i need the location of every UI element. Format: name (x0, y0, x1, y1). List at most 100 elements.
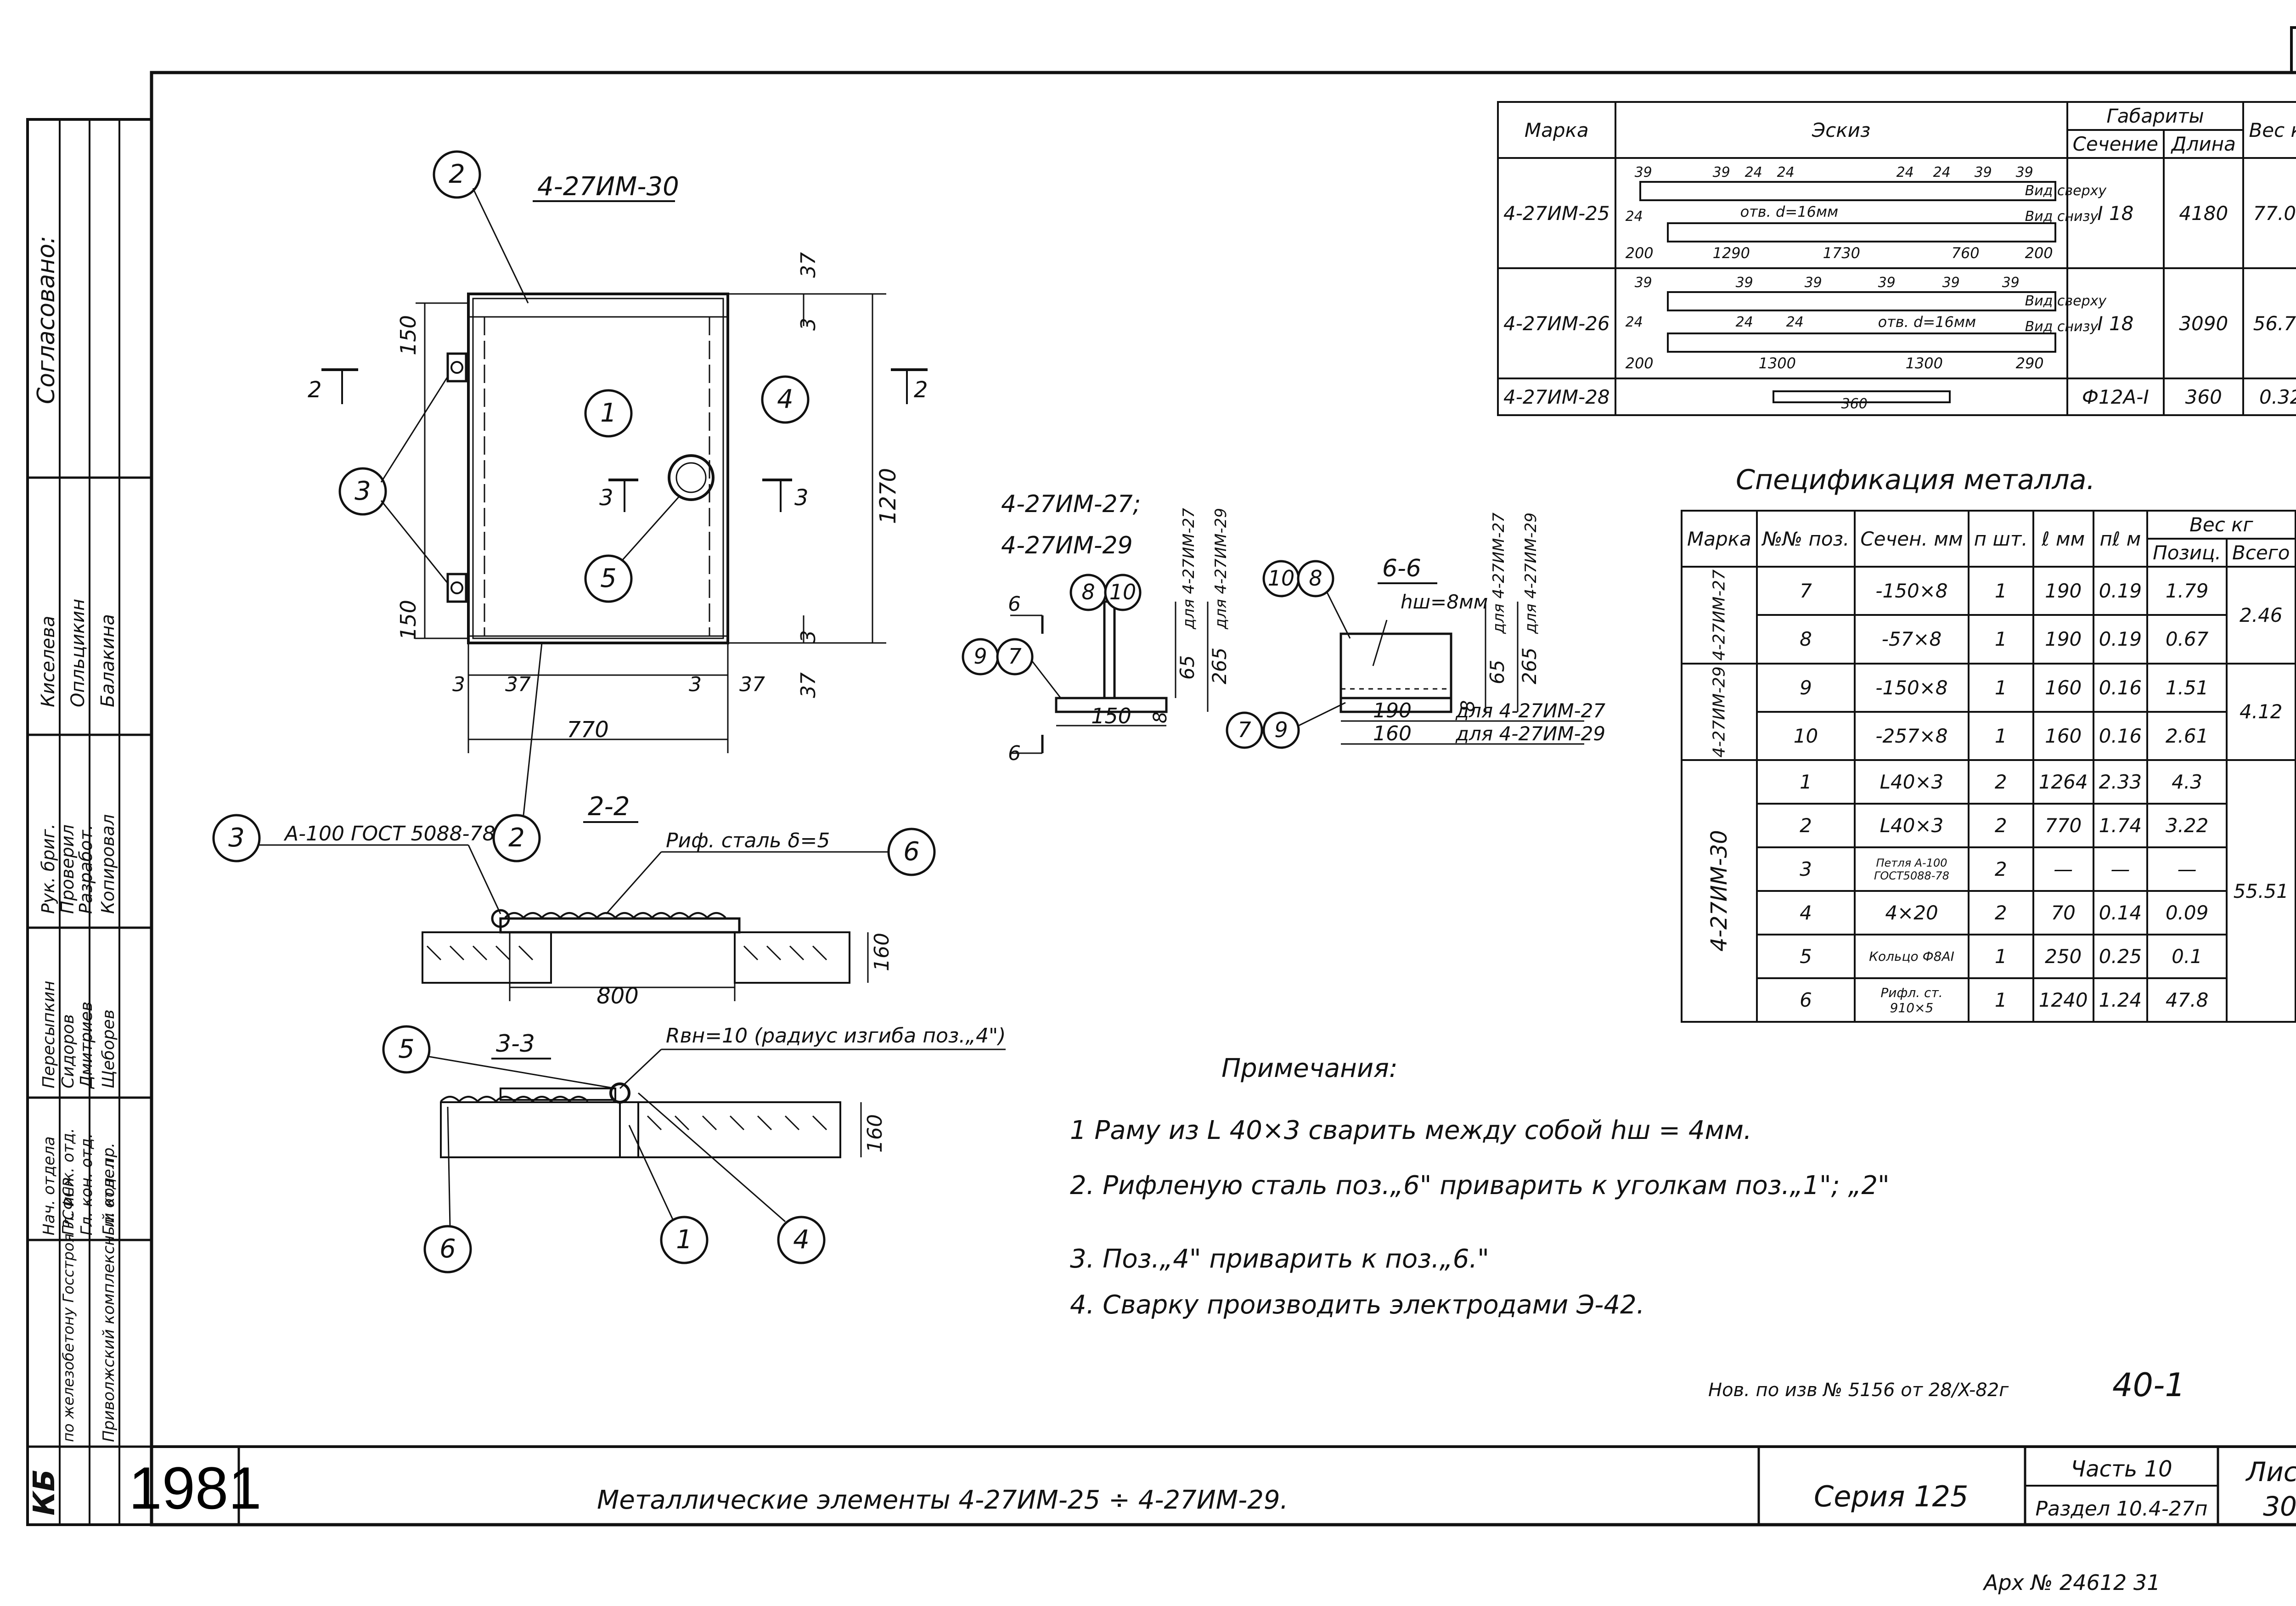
spec-g3-r2-nl: 1.74 (2092, 803, 2149, 848)
spec-g3-mark: 4-27ИМ-30 (1682, 760, 1757, 1022)
spec-g3-total: 55.51 (2226, 759, 2296, 1023)
spec-g3-r1-n: 2 (1967, 759, 2034, 805)
sketch-row-3-sketch: 360 (1614, 378, 2068, 416)
spec-g2-total: 4.12 (2226, 662, 2296, 761)
section-6-6-callout-9: 9 (1274, 717, 1288, 742)
dim-37-right: 37 (739, 673, 765, 696)
spec-g3-r5-sec: Кольцо Ф8АI (1854, 934, 1970, 979)
spec-g3-r2-l: 770 (2032, 803, 2094, 848)
sheet-title: Металлические элементы 4-27ИМ-25 ÷ 4-27И… (597, 1485, 1288, 1515)
spec-g3-r1-l: 1264 (2032, 759, 2094, 805)
spec-g3-r5-nl: 0.25 (2092, 934, 2149, 979)
stamp-agreed: Согласовано: (33, 236, 60, 404)
spec-g3-r3-l: — (2032, 846, 2094, 892)
sketch-2-t0: 39 (1634, 275, 1652, 291)
dim-3-right: 3 (689, 673, 702, 696)
dim-37-left: 37 (505, 673, 531, 696)
title-block: 1981 Металлические элементы 4-27ИМ-25 ÷ … (129, 1445, 2296, 1526)
spec-h-pos: №№ поз. (1756, 510, 1856, 568)
sketch-1-t7: 39 (2015, 164, 2033, 180)
sketch-2-t8: 24 (1786, 314, 1804, 330)
spec-g3-r6-sec: Рифл. ст. 910×5 (1854, 977, 1970, 1023)
sketch-row-1-length: 4180 (2163, 157, 2245, 269)
spec-g1-total: 2.46 (2226, 566, 2296, 665)
spec-g1-r1-n: 1 (1967, 565, 2034, 616)
spec-g2-r2-n: 1 (1967, 710, 2034, 761)
dim-37-top: 37 (797, 252, 820, 278)
spec-title: Спецификация металла. (1736, 464, 2095, 496)
spec-g3-r4-pos: 4 (1756, 890, 1856, 935)
section-6-6-title: 6-6 (1382, 555, 1421, 582)
spec-g2-r2-nl: 0.16 (2092, 710, 2149, 761)
note-2: 2. Рифленую сталь поз.„6" приварить к уг… (1070, 1171, 1890, 1200)
spec-g3-r2-n: 2 (1967, 803, 2034, 848)
sketch-row-3-section: Ф12А-I (2066, 378, 2165, 416)
plan-4-27im-30: 4-27ИМ-30 770 1270 150 150 37 (308, 150, 928, 862)
spec-g3-r5-l: 250 (2032, 934, 2094, 979)
spec-g3-r5-pos: 5 (1756, 934, 1856, 979)
item-callout-10: 10 (1109, 580, 1137, 604)
sketch-2-t1: 39 (1735, 275, 1753, 291)
section-6-6-dim-8: 8 (1458, 700, 1479, 712)
plan-callout-2-top: 2 (449, 159, 465, 189)
sketch-2-d1300b: 1300 (1905, 355, 1943, 372)
spec-g3-r1-pos: 1 (1756, 759, 1856, 805)
spec-g3-r4-nl: 0.14 (2092, 890, 2149, 935)
sketch-1-hole: отв. d=16мм (1740, 203, 1839, 220)
sketch-2-d1300a: 1300 (1758, 355, 1796, 372)
sketch-header-sketch: Эскиз (1614, 101, 2068, 159)
item-callout-7: 7 (1008, 644, 1021, 669)
dim-3-left: 3 (452, 673, 465, 696)
spec-g1-r2-pos: 8 (1756, 614, 1856, 665)
plan-callout-3: 3 (355, 476, 371, 506)
sketch-1-d200a: 200 (1625, 244, 1654, 262)
spec-g2-r1-nl: 0.16 (2092, 662, 2149, 713)
sketch-2-t6: 24 (1625, 314, 1643, 330)
section-2-2-title: 2-2 (588, 792, 630, 822)
section-mark-3-right: 3 (794, 485, 809, 511)
plan-mark: 4-27ИМ-30 (537, 172, 679, 202)
section-6-6-row-27: для 4-27ИМ-27 (1455, 699, 1605, 722)
spec-g1-mark: 4-27ИМ-27 (1682, 567, 1757, 664)
section-6-6-dim-65: 65 (1486, 660, 1508, 684)
section-3-3-dim-160: 160 (863, 1114, 887, 1153)
section-2-2-callout-6: 6 (903, 837, 920, 867)
side-stamp: Согласовано: Киселева Опльцикин Балакина… (26, 118, 153, 1526)
spec-g3-r6-nl: 1.24 (2092, 977, 2149, 1023)
sketch-header-length: Длина (2163, 129, 2245, 159)
section-3-3-callout-1: 1 (676, 1225, 692, 1255)
spec-g2-r1-n: 1 (1967, 662, 2034, 713)
spec-g3-r4-l: 70 (2032, 890, 2094, 935)
dim-1270: 1270 (875, 468, 901, 524)
spec-h-w-pos: Позиц. (2146, 538, 2228, 568)
spec-g3-r5-n: 1 (1967, 934, 2034, 979)
sketch-row-1-section: I 18 (2066, 157, 2165, 269)
sketch-2-view-bottom: Вид снизу (2025, 319, 2099, 335)
sketch-row-1-weight: 77.00 (2242, 157, 2296, 269)
spec-g2-mark: 4-27ИМ-29 (1682, 663, 1757, 760)
sheet-label: Лист (2245, 1456, 2296, 1488)
section-2-2-dim-800: 800 (597, 983, 639, 1009)
sketch-1-view-top: Вид сверху (2025, 183, 2107, 199)
section-mark-3-left: 3 (599, 485, 613, 511)
stamp-name-2: Опльцикин (68, 599, 89, 707)
spec-g3-r1-sec: L40×3 (1854, 759, 1970, 805)
sketch-1-t1: 39 (1712, 164, 1730, 180)
spec-g3-r3-sec: Петля А-100 ГОСТ5088-78 (1854, 846, 1970, 892)
year: 1981 (129, 1454, 261, 1521)
section-2-2: 2-2 3 А-100 ГОСТ 5088-78 6 Риф. сталь δ=… (212, 792, 936, 1009)
spec-g3-r4-sec: 4×20 (1854, 890, 1970, 935)
sketch-1-t0: 39 (1634, 164, 1652, 180)
change-note: Нов. по изв № 5156 от 28/X-82г (1708, 1380, 2009, 1401)
sketch-row-2-mark: 4-27ИМ-26 (1497, 267, 1616, 379)
note-4: 4. Сварку производить электродами Э-42. (1070, 1290, 1644, 1320)
spec-g3-r4-w: 0.09 (2146, 890, 2228, 935)
spec-g1-r2-sec: -57×8 (1854, 614, 1970, 665)
sketch-table: Марка Эскиз Габариты Вес кг Сечение Длин… (1497, 101, 2296, 416)
sketch-row-2-section: I 18 (2066, 267, 2165, 379)
stamp-role-6: Сидоров (59, 1014, 78, 1088)
stamp-role-12: Гл. кон. пр. (100, 1143, 118, 1235)
note-3: 3. Поз.„4" приварить к поз.„6." (1070, 1244, 1489, 1274)
spec-g2-r1-l: 160 (2032, 662, 2094, 713)
